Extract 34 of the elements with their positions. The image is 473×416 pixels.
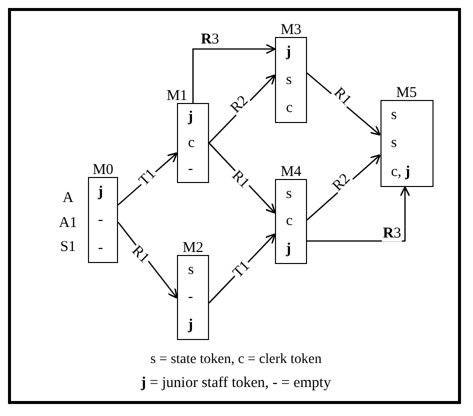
token-text: - (98, 240, 103, 256)
place-name: M5 (396, 86, 417, 100)
token-text: s (286, 72, 292, 88)
place-name: M0 (92, 163, 114, 177)
token-text: - (188, 289, 193, 306)
token-text: c (286, 213, 293, 230)
token-text: c (286, 100, 293, 116)
place-name: M2 (182, 241, 204, 255)
edge-label: R3 (382, 226, 402, 242)
place-name: M4 (280, 165, 302, 179)
token-text: j (188, 109, 193, 125)
token-text: j (286, 241, 291, 258)
place-name: M3 (280, 23, 302, 37)
arrow (208, 233, 276, 304)
place-name: M1 (166, 89, 188, 103)
token-text: - (98, 212, 103, 228)
token-text: s (188, 262, 194, 278)
token-text: j (286, 44, 291, 60)
row-label: S1 (60, 239, 76, 255)
legend-note: s = state token, c = clerk token (150, 352, 322, 368)
token-text: s (286, 186, 292, 202)
token-text: s (391, 107, 397, 124)
legend-note: j = junior staff token, - = empty (141, 375, 331, 391)
token-text: j (188, 317, 193, 334)
token-text: s (391, 135, 397, 152)
token-text: j (98, 184, 103, 200)
row-label: A (62, 190, 74, 206)
token-text: - (188, 161, 193, 177)
arrow (307, 186, 410, 242)
arrow (118, 152, 178, 206)
arrow (192, 44, 276, 103)
token-text: c, j (391, 164, 410, 180)
row-label: A1 (58, 215, 78, 231)
token-text: c (188, 135, 195, 151)
